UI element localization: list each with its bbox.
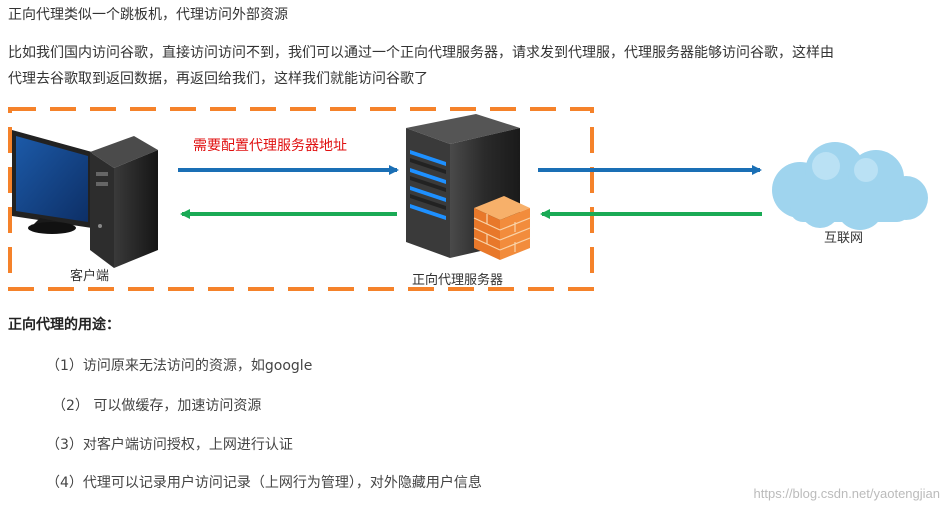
client-computer-icon bbox=[12, 130, 158, 268]
client-label: 客户端 bbox=[70, 268, 109, 284]
internet-cloud-icon bbox=[772, 142, 928, 230]
uses-list-item: （4）代理可以记录用户访问记录（上网行为管理），对外隐藏用户信息 bbox=[46, 475, 482, 491]
proxy-label: 正向代理服务器 bbox=[412, 272, 503, 288]
uses-list-item: （2） 可以做缓存，加速访问资源 bbox=[52, 398, 262, 414]
uses-heading: 正向代理的用途： bbox=[8, 317, 120, 333]
firewall-icon bbox=[473, 196, 531, 260]
intro-paragraph: 正向代理类似一个跳板机，代理访问外部资源 bbox=[8, 7, 288, 23]
internet-label: 互联网 bbox=[824, 231, 863, 246]
forward-proxy-diagram: 客户端 需要配置代理服务器地址 bbox=[8, 107, 928, 291]
config-note: 需要配置代理服务器地址 bbox=[193, 138, 347, 154]
proxy-boundary-dashed-box bbox=[8, 107, 594, 291]
example-paragraph-line2: 代理去谷歌取到返回数据，再返回给我们，这样我们就能访问谷歌了 bbox=[8, 71, 428, 87]
blog-watermark: https://blog.csdn.net/yaotengjian bbox=[753, 486, 940, 501]
uses-list-item: （3）对客户端访问授权，上网进行认证 bbox=[46, 437, 293, 453]
example-paragraph-line1: 比如我们国内访问谷歌，直接访问访问不到，我们可以通过一个正向代理服务器，请求发到… bbox=[8, 45, 834, 61]
uses-list-item: （1）访问原来无法访问的资源，如google bbox=[46, 358, 313, 374]
